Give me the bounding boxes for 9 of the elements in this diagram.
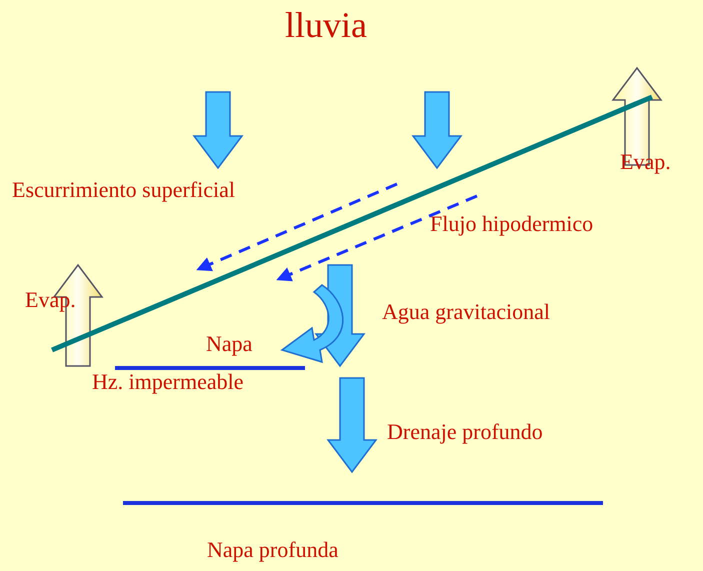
text-label: Drenaje profundo — [387, 420, 543, 444]
heading: lluvia — [285, 6, 367, 46]
text-label: Evap. — [620, 150, 671, 174]
text-label: Napa — [206, 332, 252, 356]
text-label: Hz. impermeable — [92, 370, 244, 394]
text-label: Flujo hipodermico — [430, 212, 594, 236]
text-label: Napa profunda — [207, 538, 338, 562]
text-label: Escurrimiento superficial — [12, 178, 235, 202]
text-label: Agua gravitacional — [382, 300, 550, 324]
